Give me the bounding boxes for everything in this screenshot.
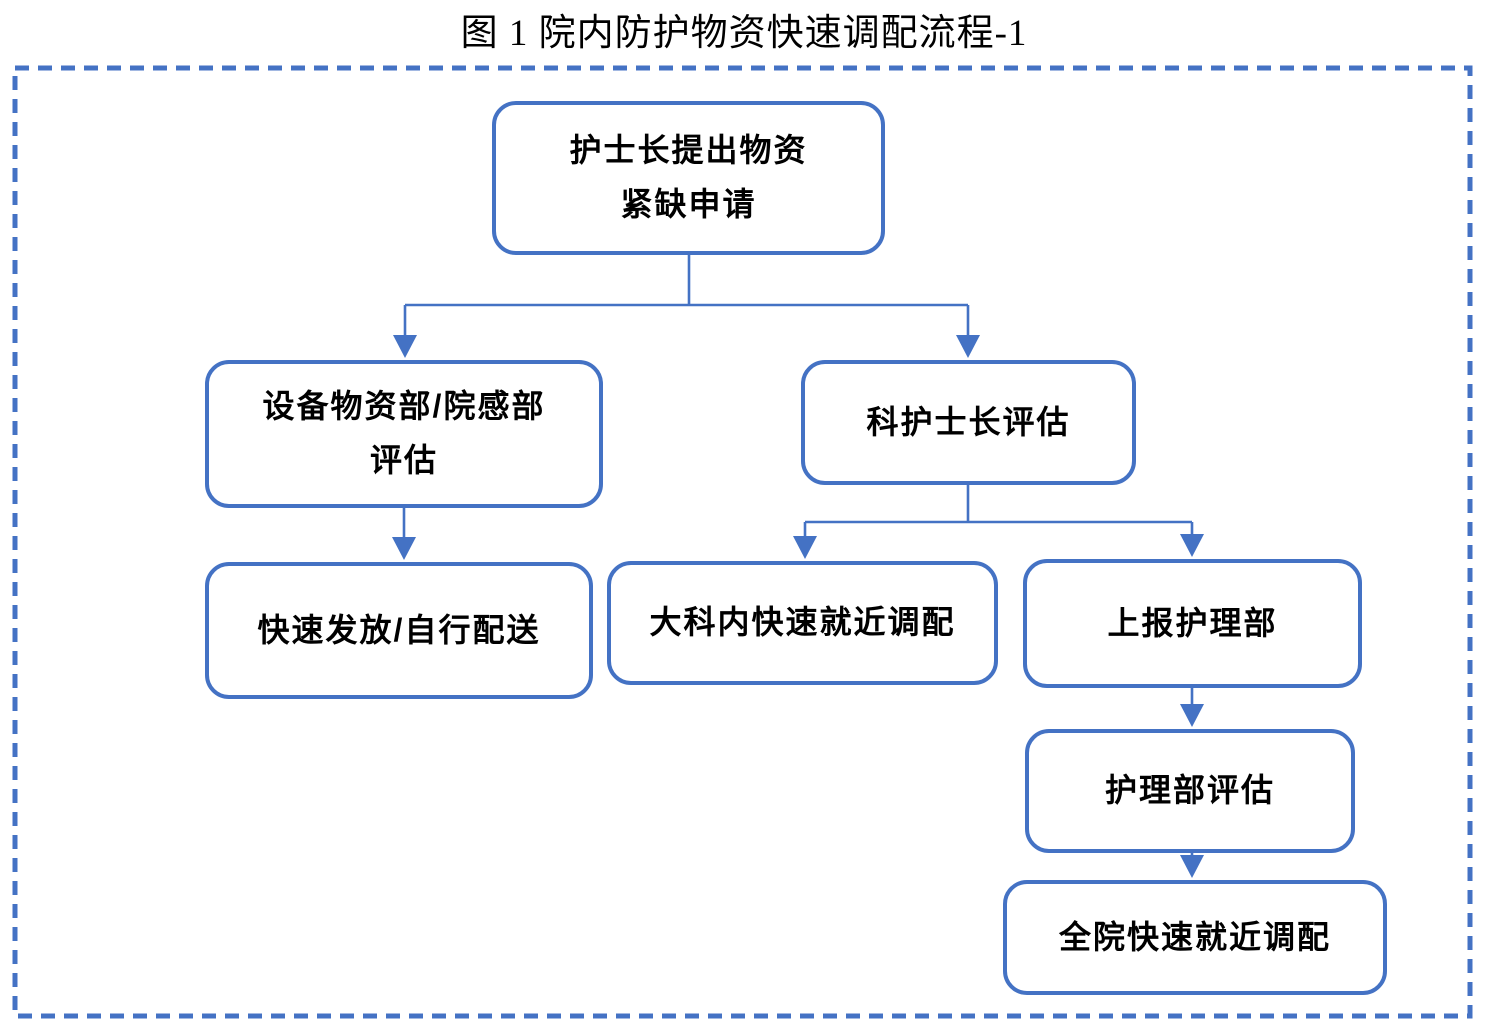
node-equipment-eval: 设备物资部/院感部 评估 — [205, 360, 603, 508]
node-label: 大科内快速就近调配 — [649, 604, 956, 641]
arrow-down-icon — [1180, 534, 1204, 557]
edge-head-nurse-split — [803, 485, 1194, 538]
node-report-nursing: 上报护理部 — [1023, 559, 1362, 688]
arrow-down-icon — [793, 536, 817, 559]
node-label: 设备物资部/院感部 — [262, 388, 546, 425]
node-label: 护士长提出物资 — [569, 132, 808, 169]
arrow-down-icon — [1180, 855, 1204, 878]
node-label: 评估 — [369, 442, 438, 478]
node-nursing-eval: 护理部评估 — [1025, 729, 1355, 853]
arrow-down-icon — [393, 335, 417, 358]
node-label: 紧缺申请 — [620, 186, 757, 222]
node-label: 上报护理部 — [1107, 604, 1278, 641]
node-label: 快速发放/自行配送 — [257, 611, 541, 648]
node-label: 护理部评估 — [1104, 772, 1275, 809]
node-quick-dispatch: 快速发放/自行配送 — [205, 562, 593, 699]
node-request: 护士长提出物资 紧缺申请 — [492, 101, 885, 255]
arrow-down-icon — [1180, 704, 1204, 727]
dashed-border — [12, 65, 1473, 1019]
node-label: 全院快速就近调配 — [1058, 918, 1331, 955]
node-head-nurse-eval: 科护士长评估 — [801, 360, 1136, 485]
node-hospital-allocation: 全院快速就近调配 — [1003, 880, 1387, 995]
arrow-down-icon — [392, 537, 416, 560]
edge-request-split — [403, 255, 970, 337]
node-label: 科护士长评估 — [866, 403, 1071, 440]
figure-title: 图 1 院内防护物资快速调配流程-1 — [460, 13, 1028, 54]
node-dept-allocation: 大科内快速就近调配 — [607, 561, 998, 685]
arrow-down-icon — [956, 335, 980, 358]
